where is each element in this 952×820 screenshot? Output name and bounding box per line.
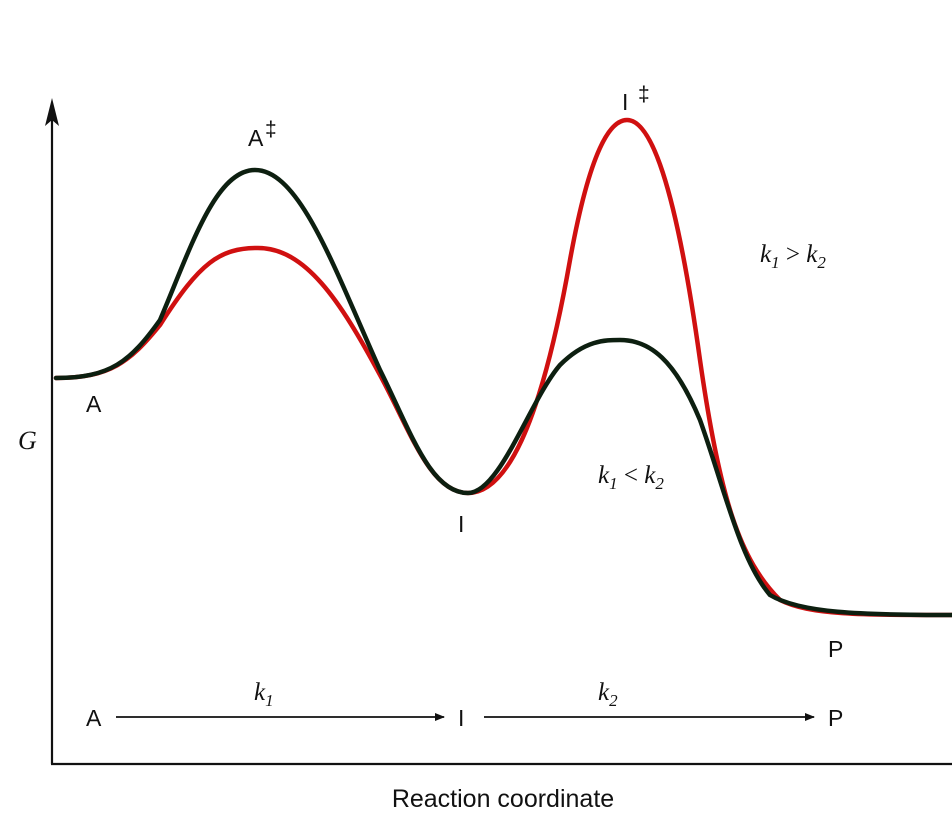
scheme-reactant: A [86, 705, 102, 731]
x-axis-label: Reaction coordinate [392, 785, 614, 813]
annotation-k1-gt-k2-k1: k [760, 241, 772, 268]
curve-k1-gt-k2 [53, 117, 952, 618]
annotation-k1-gt-k2-k1-sub: 1 [771, 253, 780, 272]
annotation-k1-lt-k2-k2: k [644, 462, 656, 489]
scheme-rate-constant-2-k: k [598, 679, 610, 706]
scheme-rate-constant-1: k1 [254, 679, 274, 710]
label-intermediate: I [458, 511, 464, 537]
annotation-k1-gt-k2: k1 > k2 [760, 241, 826, 272]
annotation-k1-gt-k2-k2: k [806, 241, 818, 268]
annotation-k1-gt-k2-op: > [780, 241, 807, 268]
annotation-k1-gt-k2-k2-sub: 2 [817, 253, 826, 272]
annotation-k1-lt-k2-k2-sub: 2 [655, 474, 664, 493]
scheme-intermediate: I [458, 705, 464, 731]
scheme-product: P [828, 705, 843, 731]
label-transition-state-1-mark: ‡ [265, 118, 277, 141]
curve-k1-lt-k2 [53, 167, 952, 618]
scheme-rate-constant-2-sub: 2 [609, 691, 618, 710]
label-transition-state-1: A [248, 125, 264, 151]
scheme-rate-constant-1-sub: 1 [265, 691, 274, 710]
annotation-k1-lt-k2: k1 < k2 [598, 462, 664, 493]
scheme-rate-constant-1-k: k [254, 679, 266, 706]
annotation-k1-lt-k2-k1-sub: 1 [609, 474, 618, 493]
y-axis-arrowhead [45, 98, 59, 126]
annotation-k1-lt-k2-op: < [618, 462, 645, 489]
annotation-k1-lt-k2-k1: k [598, 462, 610, 489]
label-transition-state-2-mark: ‡ [638, 83, 650, 106]
y-axis-label: G [18, 426, 37, 455]
label-reactant: A [86, 391, 102, 417]
label-product: P [828, 636, 843, 662]
scheme-rate-constant-2: k2 [598, 679, 618, 710]
label-transition-state-2: I [622, 89, 628, 115]
